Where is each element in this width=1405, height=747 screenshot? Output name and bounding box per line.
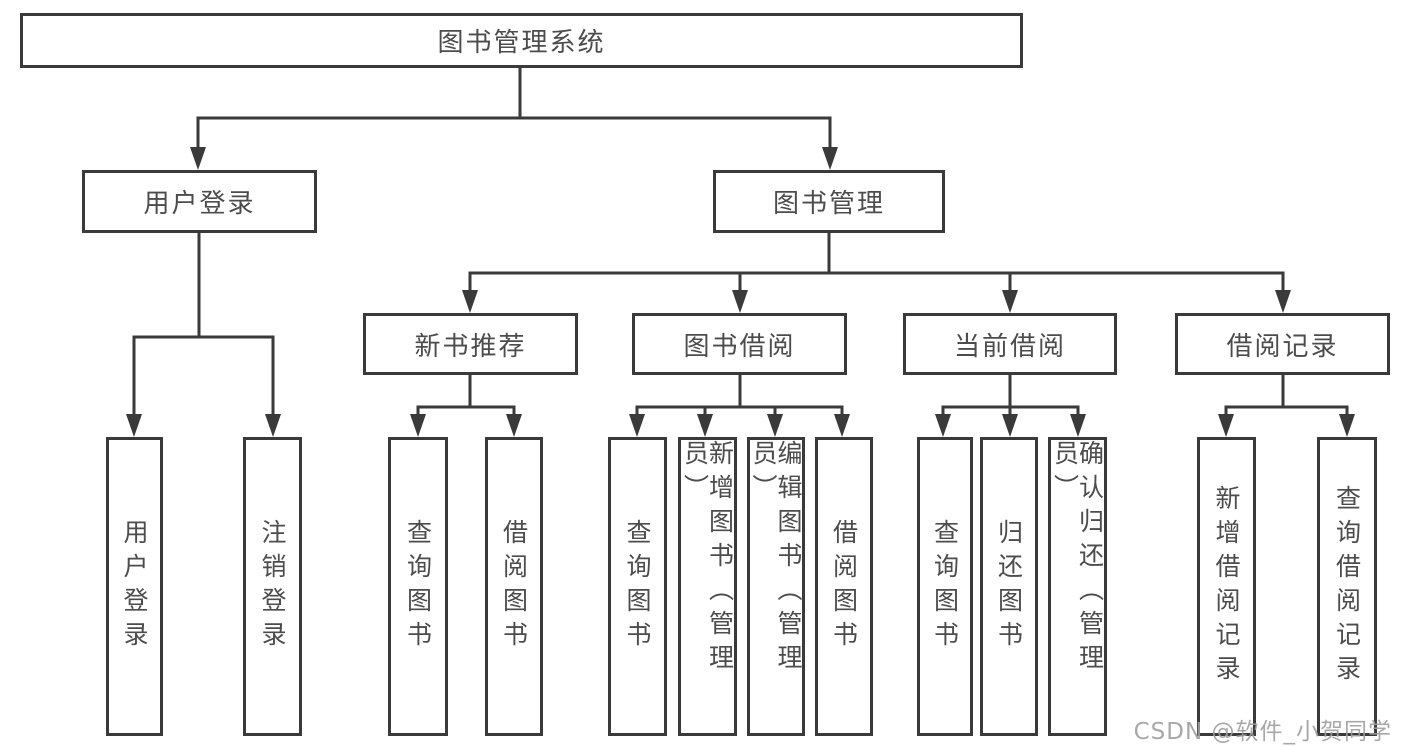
leaf-return-books: 归还图书 (980, 437, 1038, 736)
node-library-system: 图书管理系统 (20, 13, 1023, 68)
leaf-query-borrow-record: 查询借阅记录 (1317, 437, 1377, 736)
node-user-login: 用户登录 (82, 170, 317, 233)
connector-arrowheads (126, 147, 1355, 437)
leaf-borrow-books-recommend: 借阅图书 (485, 437, 543, 736)
leaf-add-borrow-record: 新增借阅记录 (1197, 437, 1256, 736)
leaf-edit-book-admin: 编辑图书（管理员） (747, 437, 805, 736)
node-borrow-records: 借阅记录 (1175, 313, 1390, 375)
leaf-logout: 注销登录 (243, 437, 302, 736)
leaf-query-books-current: 查询图书 (917, 437, 973, 736)
leaf-query-books-recommend: 查询图书 (388, 437, 448, 736)
node-new-book-recommend: 新书推荐 (363, 313, 578, 375)
watermark-text: CSDN @软件_小贺同学 (1133, 719, 1392, 745)
node-book-management: 图书管理 (713, 170, 945, 233)
node-book-borrow: 图书借阅 (632, 313, 847, 375)
leaf-borrow-books-borrow: 借阅图书 (815, 437, 873, 736)
node-current-borrow: 当前借阅 (903, 313, 1117, 375)
leaf-add-book-admin: 新增图书（管理员） (678, 437, 737, 736)
leaf-user-login: 用户登录 (106, 437, 163, 736)
leaf-query-books-borrow: 查询图书 (608, 437, 667, 736)
leaf-confirm-return-admin: 确认归还（管理员） (1048, 437, 1107, 736)
